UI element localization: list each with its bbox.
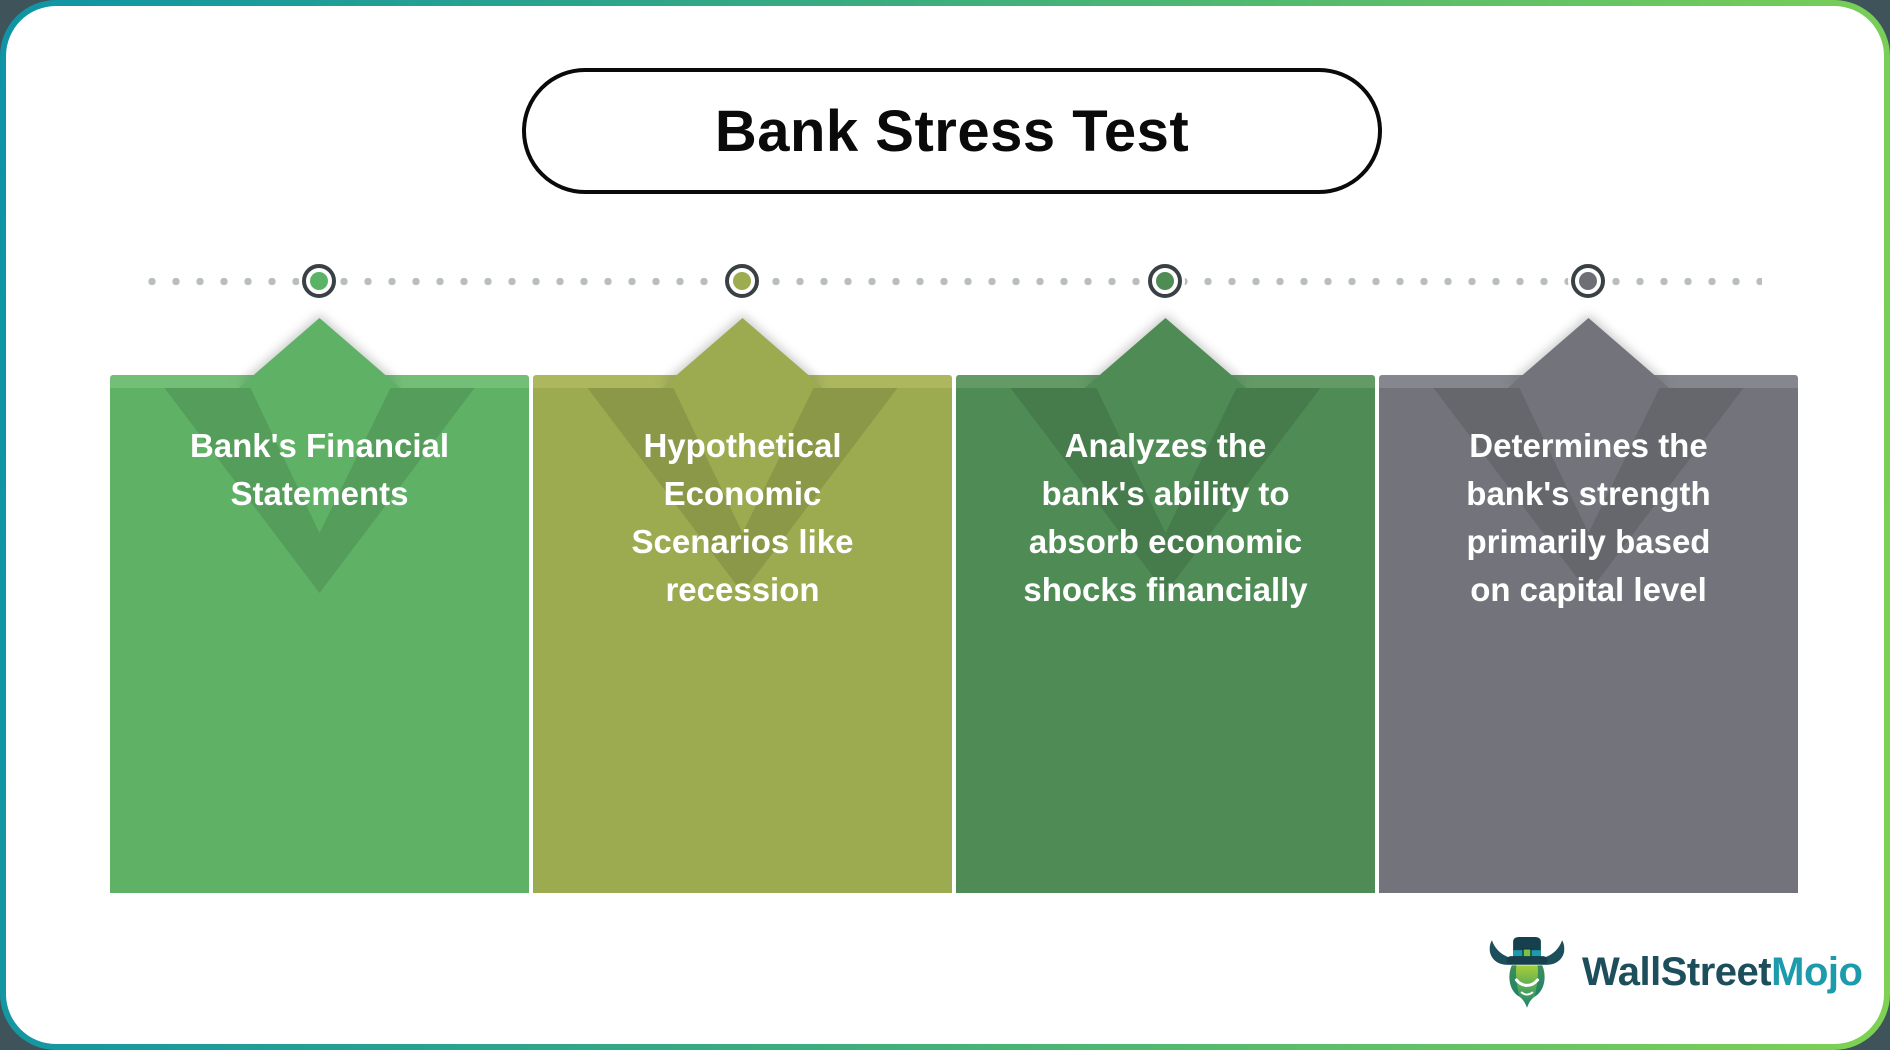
marker-ring-icon — [725, 264, 759, 298]
card-front-layer: Determines the bank's strength primarily… — [1379, 388, 1798, 893]
arrow-up-icon — [1506, 318, 1671, 389]
timeline-marker-4 — [1568, 261, 1608, 301]
marker-dot-icon — [310, 272, 328, 290]
card-text: Analyzes the bank's ability to absorb ec… — [956, 422, 1375, 614]
arrow-up-icon — [237, 318, 402, 389]
card-text-line: Bank's Financial — [189, 427, 450, 464]
card-hypothetical-scenarios: Hypothetical Economic Scenarios like rec… — [533, 318, 952, 893]
card-text-line: bank's strength — [1466, 475, 1711, 512]
logo-wordmark: WallStreetMojo — [1582, 949, 1863, 995]
infographic-canvas: Bank Stress Test — [6, 6, 1884, 1044]
card-text-line: recession — [665, 571, 820, 608]
timeline-dotted-line — [140, 277, 1762, 286]
card-text: Hypothetical Economic Scenarios like rec… — [533, 422, 952, 614]
timeline-marker-1 — [299, 261, 339, 301]
card-text-line: Hypothetical — [643, 427, 842, 464]
logo-text-wallstreet: WallStreet — [1582, 949, 1772, 994]
card-text-line: Economic — [663, 475, 822, 512]
card-text-line: on capital level — [1470, 571, 1707, 608]
marker-dot-icon — [1156, 272, 1174, 290]
card-text-line: absorb economic — [1028, 523, 1303, 560]
arrow-up-icon — [1083, 318, 1248, 389]
page-title: Bank Stress Test — [714, 98, 1190, 164]
timeline-marker-2 — [722, 261, 762, 301]
marker-ring-icon — [1571, 264, 1605, 298]
timeline-marker-3 — [1145, 261, 1185, 301]
card-banks-financial-statements: Bank's Financial Statements — [110, 318, 529, 893]
card-text-line: bank's ability to — [1041, 475, 1290, 512]
logo-text-mojo: Mojo — [1771, 949, 1863, 994]
marker-ring-icon — [302, 264, 336, 298]
card-front-layer: Bank's Financial Statements — [110, 388, 529, 893]
card-analyzes-ability: Analyzes the bank's ability to absorb ec… — [956, 318, 1375, 893]
wallstreetmojo-logo: WallStreetMojo — [1484, 930, 1863, 1014]
card-text-line: Analyzes the — [1064, 427, 1267, 464]
card-front-layer: Analyzes the bank's ability to absorb ec… — [956, 388, 1375, 893]
card-text-line: Statements — [230, 475, 409, 512]
card-front-layer: Hypothetical Economic Scenarios like rec… — [533, 388, 952, 893]
card-text-line: shocks financially — [1023, 571, 1308, 608]
card-text: Determines the bank's strength primarily… — [1379, 422, 1798, 614]
arrow-up-icon — [660, 318, 825, 389]
marker-ring-icon — [1148, 264, 1182, 298]
card-text-line: primarily based — [1466, 523, 1711, 560]
card-text-line: Scenarios like — [631, 523, 854, 560]
bull-mascot-icon — [1489, 936, 1565, 1008]
marker-dot-icon — [733, 272, 751, 290]
title-pill: Bank Stress Test — [522, 68, 1382, 194]
card-text: Bank's Financial Statements — [110, 422, 529, 518]
marker-dot-icon — [1579, 272, 1597, 290]
card-text-line: Determines the — [1469, 427, 1708, 464]
card-determines-strength: Determines the bank's strength primarily… — [1379, 318, 1798, 893]
